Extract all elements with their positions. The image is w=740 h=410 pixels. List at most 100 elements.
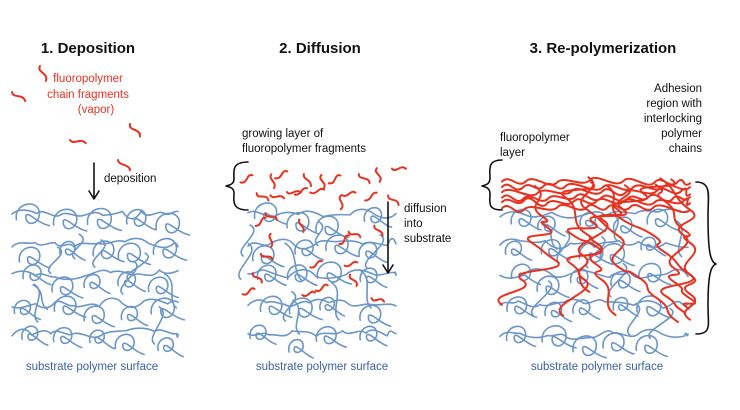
substrate-loop — [613, 216, 643, 238]
substrate-strand — [499, 298, 689, 309]
fluoropolymer-layer-brace — [481, 159, 503, 211]
substrate-loop — [288, 297, 323, 321]
panel-2-substrate-label: substrate polymer surface — [256, 361, 388, 373]
deposition-arrow — [88, 162, 100, 200]
adhesion-label-line-3: interlocking — [644, 113, 702, 125]
vapor-fragment — [69, 139, 87, 145]
layer-fragment — [340, 190, 357, 197]
layer-fragment — [302, 173, 312, 188]
substrate-loop — [83, 273, 111, 295]
substrate-loop — [579, 211, 607, 233]
substrate-loop — [612, 296, 639, 317]
vapor-fragments-group — [11, 65, 141, 172]
panel-2-title: 2. Diffusion — [279, 40, 361, 57]
growing-layer-label-line-2: fluoropolymer fragments — [242, 143, 366, 155]
substrate-strand — [330, 281, 340, 321]
diffused-fragment — [348, 273, 358, 287]
growing-layer-fragments-group — [239, 166, 407, 211]
adhesion-label-line-1: Adhesion — [654, 83, 702, 95]
substrate-loop — [572, 299, 601, 321]
substrate-loop — [147, 276, 179, 299]
substrate-loop — [359, 304, 392, 327]
adhesion-label-line-2: region with — [646, 98, 702, 110]
substrate-strand — [126, 252, 149, 281]
substrate-loop — [572, 335, 608, 359]
substrate-loop — [150, 297, 186, 321]
substrate-loop — [259, 295, 293, 319]
substrate-loop — [359, 325, 388, 347]
diffused-fragment — [370, 297, 386, 303]
diffusion-label-line-3: substrate — [404, 233, 451, 245]
substrate-loop — [120, 305, 149, 327]
substrate-strand — [612, 213, 619, 242]
diffused-fragment — [373, 224, 384, 237]
substrate-loop — [52, 208, 88, 232]
substrate-loop — [88, 329, 116, 350]
adhesion-label-line-5: chains — [669, 143, 702, 155]
substrate-loop — [505, 325, 537, 348]
substrate-loop — [22, 264, 52, 286]
substrate-strand — [364, 234, 384, 270]
substrate-loop — [646, 208, 679, 231]
diffused-fragment — [338, 234, 351, 246]
layer-fragment — [274, 170, 289, 180]
substrate-loop — [506, 296, 538, 319]
substrate-strand — [648, 307, 674, 340]
substrate-strand — [675, 220, 683, 258]
interlocking-chain — [605, 184, 697, 321]
substrate-loop — [363, 206, 393, 229]
substrate-strand — [11, 209, 179, 220]
substrate-loop — [638, 262, 672, 286]
substrate-strand — [163, 273, 178, 309]
substrate-loop — [21, 325, 49, 346]
fluoropolymer-layer-chain — [501, 187, 691, 197]
substrate-loop — [541, 325, 577, 349]
substrate-loop — [249, 324, 277, 346]
adhesion-label-line-4: polymer — [661, 128, 702, 140]
substrate-loop — [635, 334, 669, 358]
layer-fragment — [327, 174, 342, 185]
fluoropolymer-layer-label-line-2: layer — [500, 147, 525, 159]
substrate-loop — [359, 267, 388, 289]
layer-fragment — [374, 167, 382, 183]
substrate-loop — [540, 238, 571, 261]
substrate-strand — [530, 280, 553, 317]
fluoropolymer-layer-chain — [501, 176, 691, 186]
substrate-loop — [294, 239, 324, 261]
substrate-strand — [359, 269, 372, 309]
substrate-loop — [256, 264, 287, 287]
interlocking-chain — [659, 177, 697, 310]
substrate-loop — [51, 276, 84, 299]
diffusion-label-line-1: diffusion — [404, 203, 447, 215]
substrate-loop — [287, 338, 314, 359]
panel-3-title: 3. Re-polymerization — [530, 40, 677, 57]
substrate-loop — [126, 208, 157, 231]
substrate-strand — [247, 329, 397, 338]
substrate-loop — [636, 295, 672, 319]
substrate-strand — [151, 305, 164, 345]
substrate-strand — [238, 242, 253, 280]
vapor-fragment — [11, 91, 27, 103]
substrate-loop — [315, 215, 349, 239]
diffused-fragments-group — [241, 212, 386, 303]
diffused-fragment — [301, 290, 317, 297]
substrate-polymer-mesh-3 — [499, 208, 689, 359]
growing-layer-label-line-1: growing layer of — [242, 128, 324, 140]
substrate-loop — [155, 212, 191, 236]
substrate-loop — [53, 295, 87, 319]
layer-fragment — [293, 187, 309, 196]
substrate-strand — [247, 237, 397, 250]
vapor-label-line-1: fluoropolymer — [53, 73, 123, 85]
layer-fragment — [364, 191, 378, 202]
substrate-loop — [504, 240, 533, 262]
substrate-loop — [86, 207, 123, 232]
substrate-strand — [11, 269, 179, 281]
substrate-loop — [544, 301, 573, 323]
substrate-strand — [499, 328, 689, 340]
layer-fragment — [255, 192, 270, 202]
growing-layer-brace — [225, 161, 249, 211]
layer-fragment — [269, 173, 276, 190]
diffused-fragment — [297, 218, 305, 233]
vapor-fragment — [128, 123, 141, 138]
layer-fragment — [309, 187, 326, 195]
